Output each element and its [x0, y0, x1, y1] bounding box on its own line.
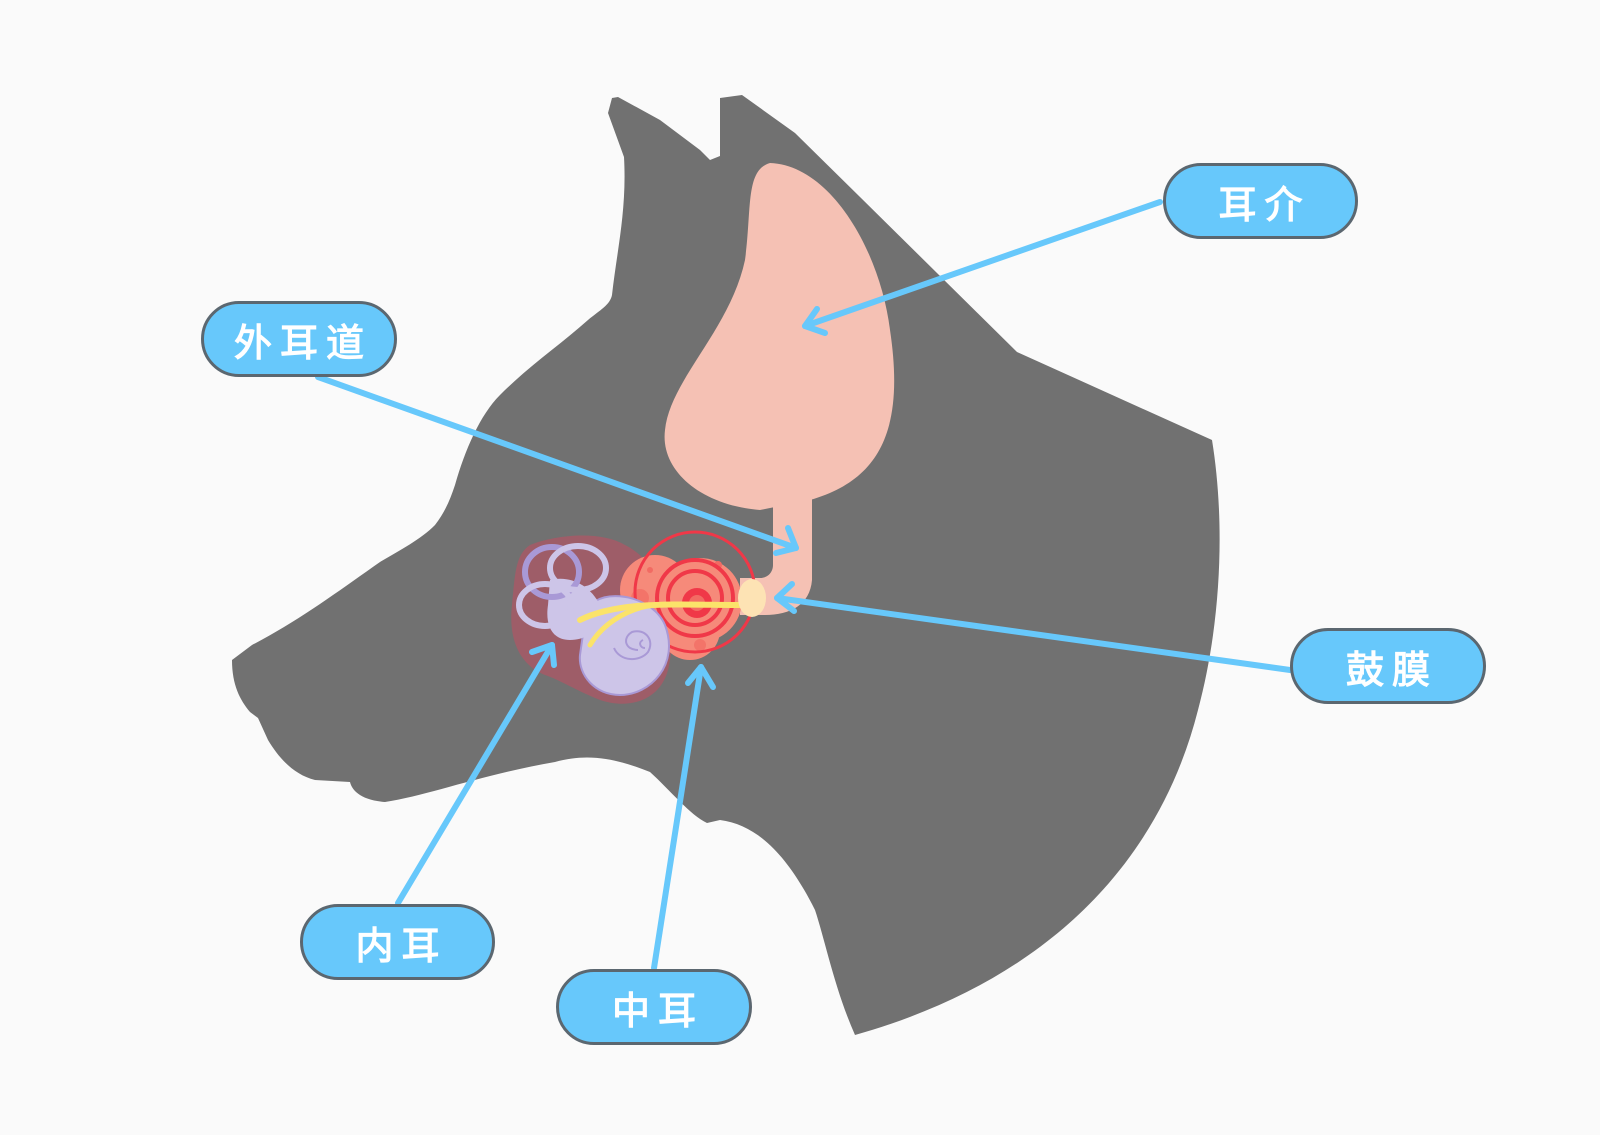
- dog-head-silhouette: [232, 95, 1220, 1035]
- middle-ear-arrowhead: [685, 664, 716, 690]
- label-external-canal-text: 外耳道: [233, 320, 372, 365]
- inner-ear-shape: [516, 543, 670, 697]
- inner-ear-arrowhead: [529, 642, 557, 668]
- inner-ear-arrow: [395, 642, 555, 906]
- eardrum-arrow: [774, 595, 1293, 673]
- pinna-shape: [664, 163, 895, 510]
- pinna-arrowhead: [802, 306, 828, 336]
- pointer-arrows: [315, 199, 1293, 971]
- pinna-arrow: [802, 199, 1163, 329]
- external-canal-arrow: [315, 374, 799, 551]
- label-eardrum: 鼓膜: [1290, 628, 1486, 704]
- label-pinna: 耳介: [1163, 163, 1358, 239]
- label-inner-ear-text: 内耳: [355, 923, 448, 968]
- eardrum-shape: [738, 579, 766, 617]
- label-eardrum-text: 鼓膜: [1345, 647, 1438, 692]
- auditory-nerve-branch: [587, 602, 663, 648]
- eardrum-arrowhead: [774, 581, 797, 614]
- label-middle-ear-text: 中耳: [611, 988, 704, 1033]
- label-external-canal: 外耳道: [201, 301, 397, 377]
- label-inner-ear: 内耳: [300, 904, 495, 980]
- middle-ear-arrow: [651, 664, 704, 971]
- label-pinna-text: 耳介: [1218, 182, 1311, 227]
- external-canal-arrowhead: [773, 525, 799, 556]
- label-middle-ear: 中耳: [556, 969, 752, 1045]
